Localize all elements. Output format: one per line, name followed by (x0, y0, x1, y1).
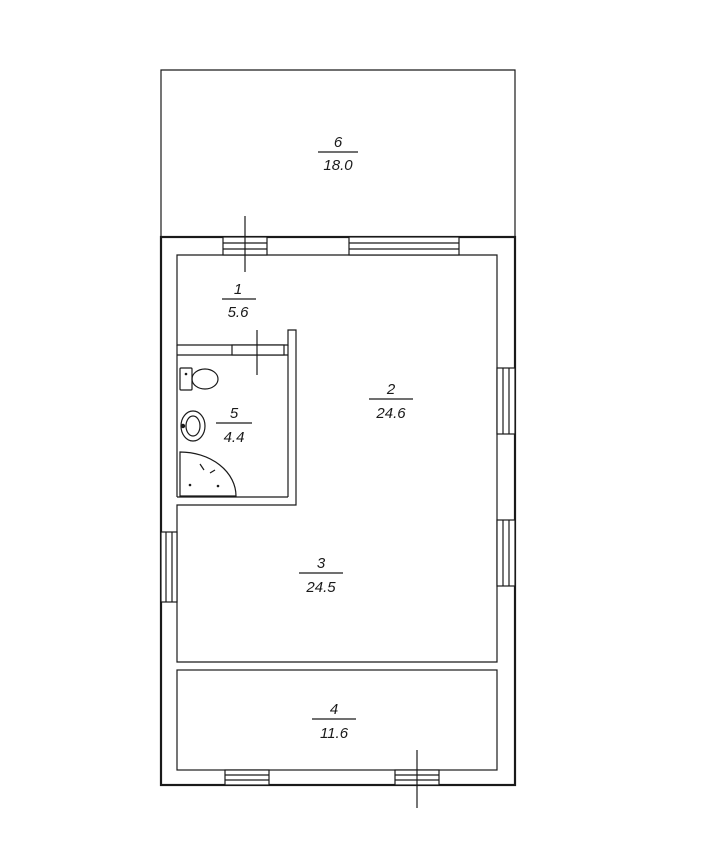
toilet-icon (179, 367, 219, 391)
sink-icon (180, 410, 206, 442)
room-area: 5.6 (228, 304, 250, 321)
room-label-6: 6 18.0 (318, 134, 358, 174)
room-number: 2 (386, 381, 396, 398)
window-left (160, 531, 178, 603)
room-number: 1 (234, 281, 242, 298)
room-number: 5 (230, 405, 239, 422)
bathroom-door (231, 344, 285, 356)
room-number: 3 (317, 555, 326, 572)
room-label-1: 1 5.6 (222, 281, 256, 321)
room-area: 11.6 (320, 725, 349, 742)
room-label-3: 3 24.5 (299, 555, 343, 596)
room-area: 4.4 (224, 429, 245, 446)
window-top-right (348, 236, 460, 256)
room-number: 6 (334, 134, 343, 151)
outer-wall (159, 235, 517, 787)
room-area: 18.0 (323, 157, 353, 174)
room-label-5: 5 4.4 (216, 405, 252, 446)
window-right-2 (496, 519, 516, 587)
room-label-2: 2 24.6 (369, 381, 413, 422)
room-6-outline (160, 69, 516, 237)
shower-icon (179, 451, 237, 497)
inner-walls (176, 254, 498, 771)
window-bottom (224, 769, 270, 786)
room-area: 24.5 (305, 579, 336, 596)
window-right-1 (496, 367, 516, 435)
room-number: 4 (330, 701, 338, 718)
room-area: 24.6 (375, 405, 406, 422)
room-label-4: 4 11.6 (312, 701, 356, 742)
door-markers (244, 216, 418, 808)
